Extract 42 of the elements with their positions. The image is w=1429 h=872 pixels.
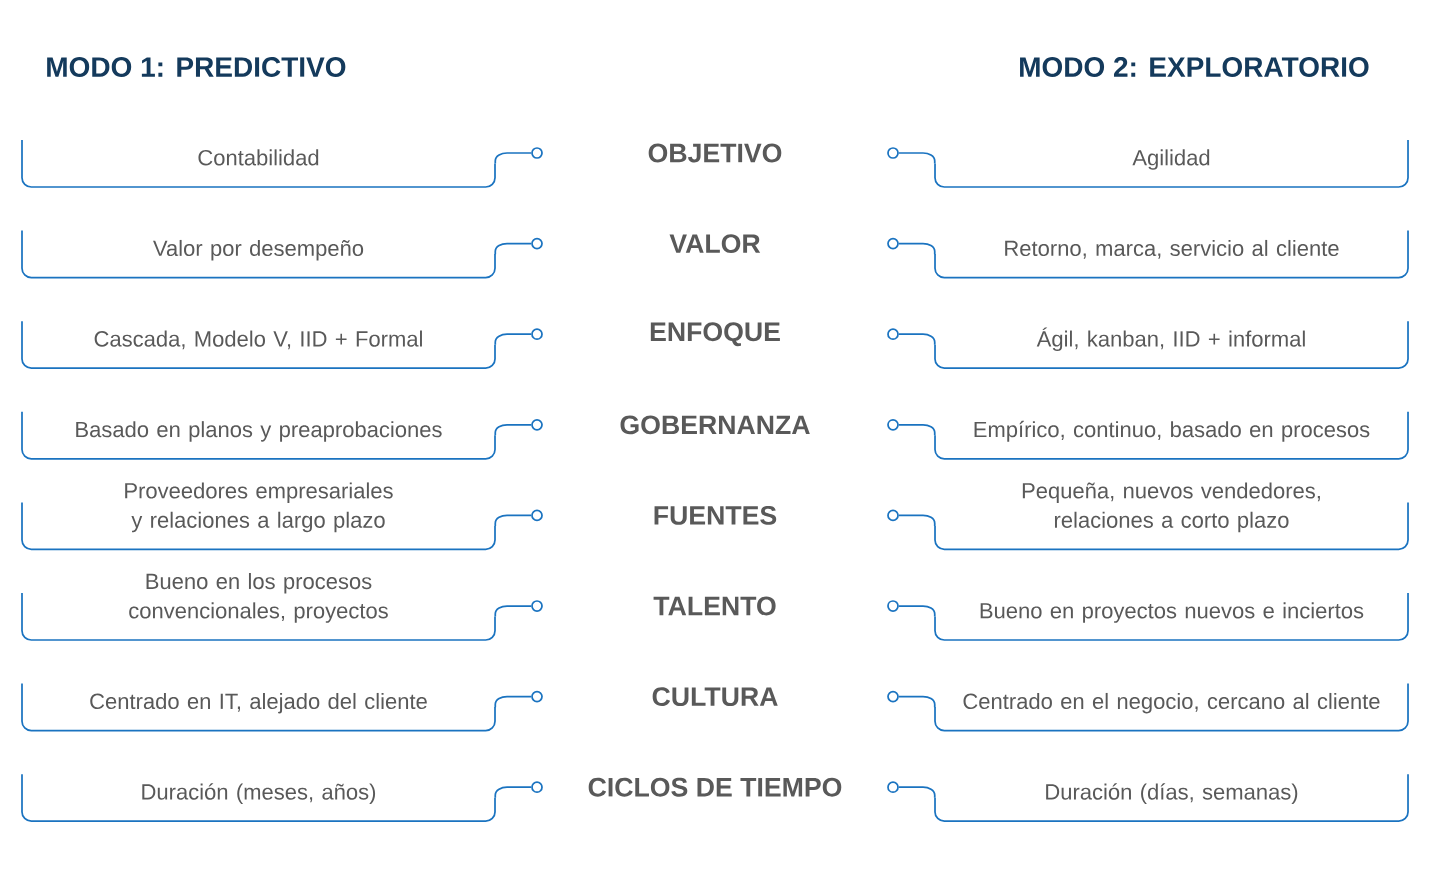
connector	[494, 333, 532, 346]
connector	[494, 423, 532, 437]
connector	[898, 333, 936, 346]
connector	[898, 423, 936, 437]
category-label: VALOR	[669, 234, 761, 254]
connector	[898, 242, 936, 255]
bracket-box: Pequeña, nuevos vendedores, relaciones a corto plazo	[934, 482, 1409, 551]
connector	[898, 152, 936, 165]
connector	[898, 605, 936, 618]
category-label: FUENTES	[654, 506, 777, 525]
bracket-box: Centrado en el negocio, cercano al cliente	[934, 682, 1409, 732]
connector	[494, 152, 532, 165]
connector	[494, 514, 532, 527]
bracket-box: Bueno en proyectos nuevos e inciertos	[934, 592, 1409, 641]
connector	[494, 695, 532, 708]
connector	[494, 605, 532, 618]
connector	[898, 695, 936, 708]
category-label: ENFOQUE	[650, 322, 780, 347]
bracket-box: Ágil, kanban, IID + informal	[934, 320, 1409, 370]
bracket-box: Bueno en los procesos convencionales, proyectos	[21, 573, 496, 641]
category-label: GOBERNANZA	[620, 415, 810, 435]
category-label: CICLOS DE TIEMPO	[588, 777, 842, 797]
category-label: OBJETIVO	[648, 143, 782, 163]
heading: MODO 1: PREDICTIVO	[47, 57, 346, 77]
bracket-box: Retorno, marca, servicio al cliente	[934, 229, 1409, 279]
bracket-box: Centrado en IT, alejado del cliente	[21, 682, 496, 732]
bracket-box: Basado en planos y preaprobaciones	[21, 410, 496, 460]
bracket-box: Proveedores empresariales y relaciones a largo plazo	[21, 482, 496, 551]
bracket-box: Duración (meses, años)	[21, 773, 496, 823]
connector	[494, 242, 532, 255]
bracket-box: Duración (días, semanas)	[934, 773, 1409, 823]
bracket-box: Agilidad	[934, 139, 1409, 188]
bracket-box: Contabilidad	[21, 139, 496, 188]
heading: MODO 2: EXPLORATORIO	[1020, 57, 1369, 77]
connector	[494, 786, 532, 799]
category-label: CULTURA	[652, 687, 778, 707]
category-label: TALENTO	[653, 596, 776, 616]
bracket-box: Empírico, continuo, basado en procesos	[934, 410, 1409, 460]
bracket-box: Cascada, Modelo V, IID + Formal	[21, 320, 496, 370]
bracket-box: Valor por desempeño	[21, 229, 496, 279]
connector	[898, 514, 936, 527]
connector	[898, 786, 936, 799]
